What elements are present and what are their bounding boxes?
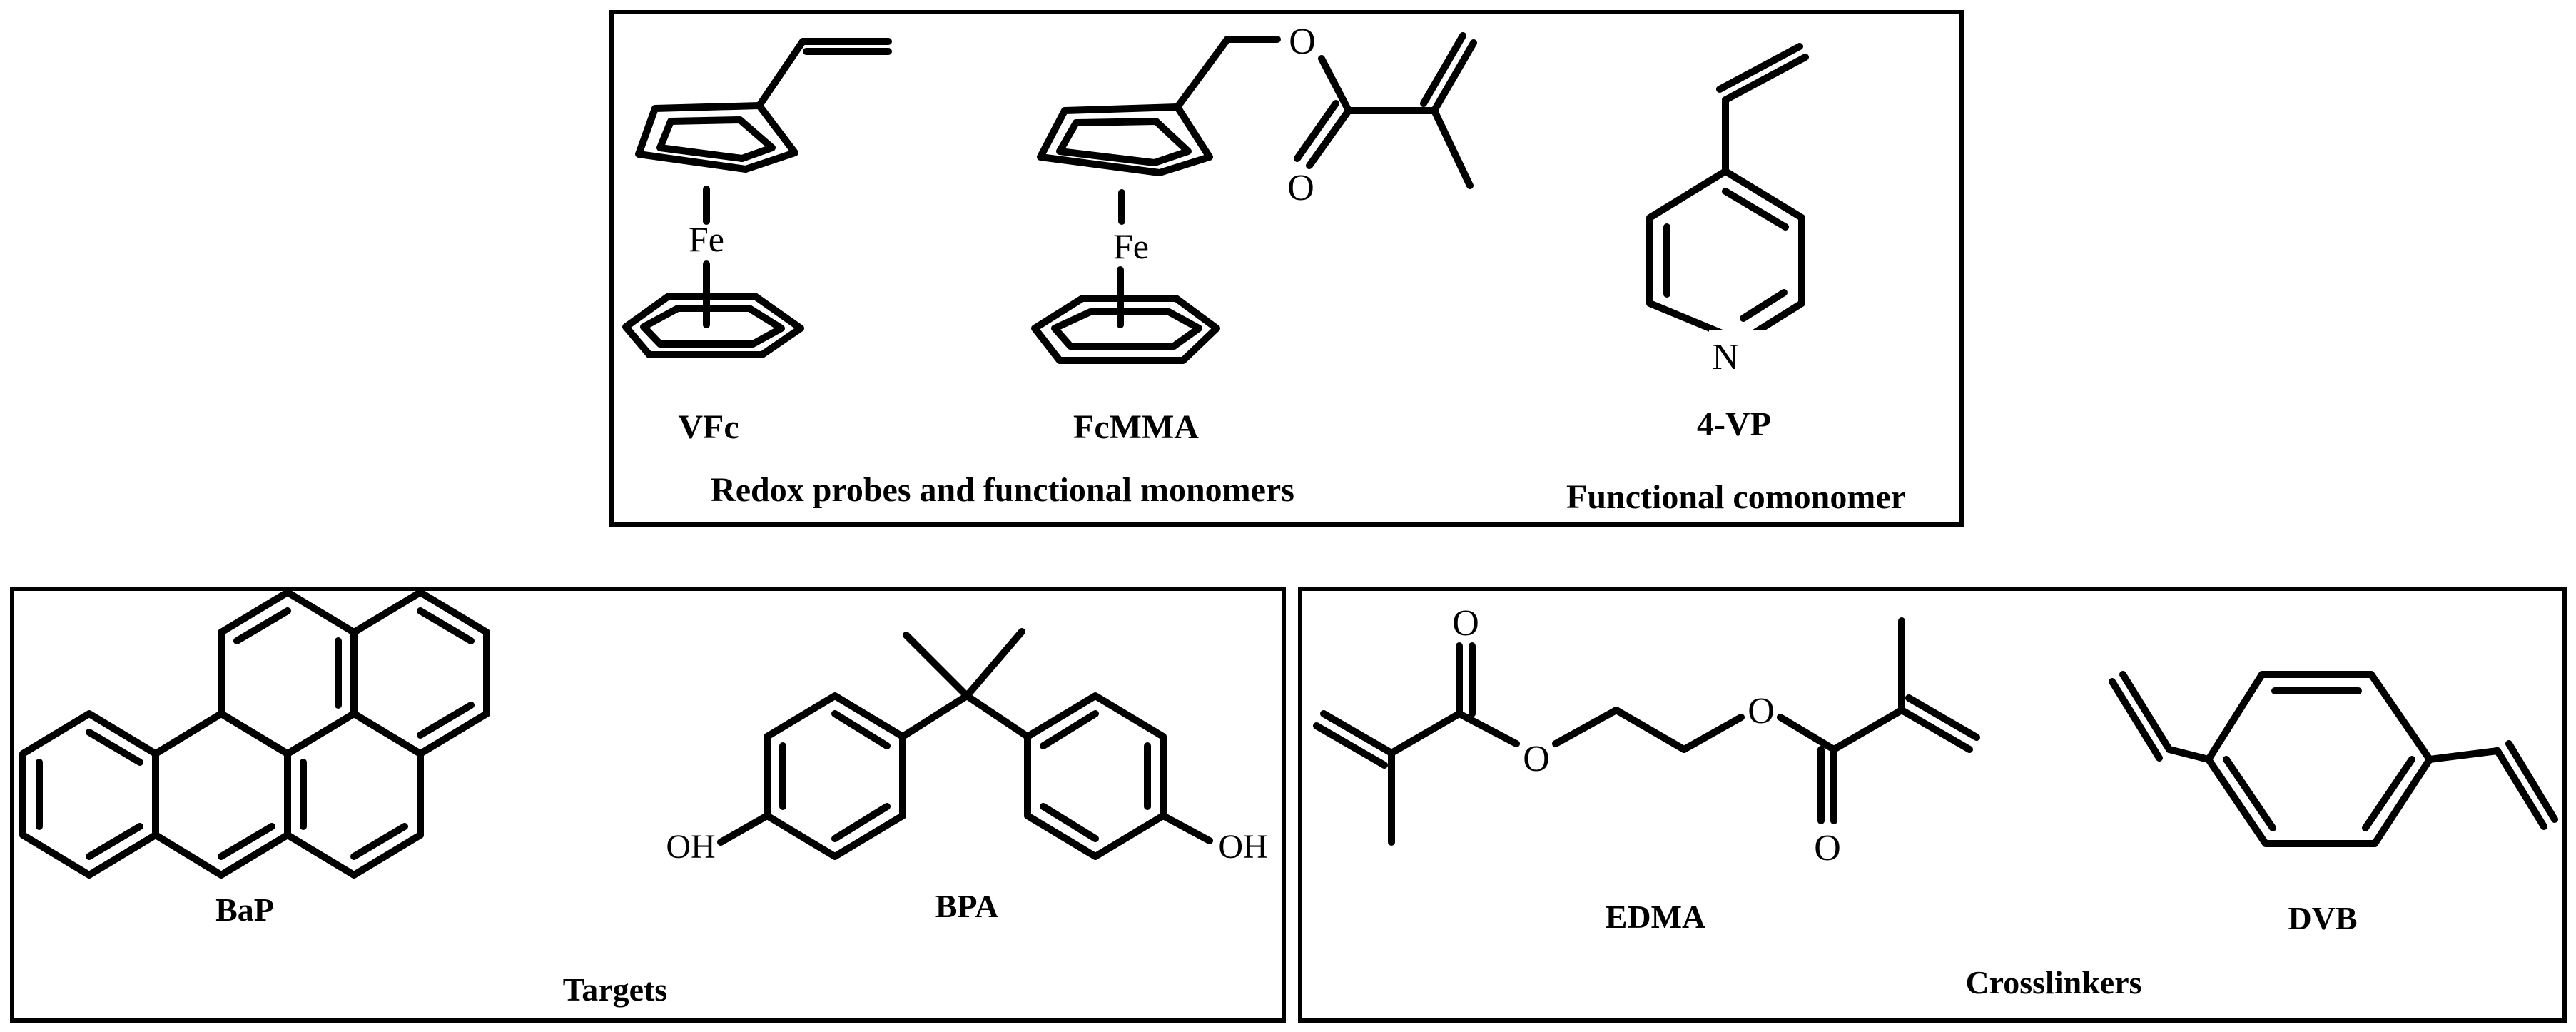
edma-right-ester-oxygen: O [1748,691,1775,732]
fcmma-bottom-cp-inner [1051,308,1202,350]
vfc-top-cp-ring [635,102,798,173]
top-panel-caption-right: Functional comonomer [1566,478,1906,516]
vfc-bottom-cp-ring [622,293,804,358]
edma-label: EDMA [1606,899,1706,935]
edma-ch2-o [1680,714,1745,753]
vfc-label: VFc [678,408,739,446]
edma-left-c-o [1456,710,1520,747]
vp-n-mask [1709,330,1766,373]
bpa-methyl-left [903,632,970,699]
fcmma-iron-atom: Fe [1113,226,1149,266]
fcmma-label: FcMMA [1073,408,1199,446]
fcmma-ch2-bond [1174,36,1231,111]
dvb-left-vinyl-double-a [2119,671,2173,753]
vp-vinyl-double-a [1722,54,1809,103]
fcmma-o-c-bond [1318,55,1352,114]
bap-ring-e-inner-2 [417,702,475,739]
bpa-label: BPA [935,888,999,924]
edma-right-carbonyl-oxygen: O [1814,828,1841,869]
edma-right-methylene-b [1905,694,1980,741]
vp-inner-bond-a [1722,188,1789,231]
bpa-bridge-right [963,692,1031,740]
dvb-left-vinyl-double-b [2109,678,2163,762]
bap-structure: BaP [19,589,490,928]
bap-ring-e [350,589,490,757]
bpa-ring-left-inner-1 [831,710,891,749]
fcmma-carbonyl-oxygen: O [1287,168,1314,208]
bpa-ring-right-inner-3 [1040,803,1099,842]
fcmma-top-cp-ring [1037,103,1213,176]
dvb-label: DVB [2288,900,2357,936]
edma-left-ester-oxygen: O [1523,739,1550,779]
targets-panel-frame [10,587,1286,1023]
fcmma-top-cp-inner [1056,118,1192,166]
bpa-oh-bond-right [1160,812,1213,844]
dvb-right-vinyl-bond [2426,747,2501,763]
bpa-oh-bond-left [717,812,771,846]
edma-right-o-c [1777,714,1837,753]
fcmma-carbonyl-a [1306,107,1352,169]
bpa-methyl-right [963,628,1025,699]
vp-inner-bond-b [1740,289,1788,322]
bpa-bridge-left [899,692,970,740]
vp-label: 4-VP [1697,405,1771,443]
fcmma-methylene-a [1431,39,1477,114]
bap-ring-c-inner-1 [233,607,291,644]
edma-o-ch2 [1552,707,1620,747]
vp-vinyl-double-b [1716,43,1803,93]
vp-pyridine-ring [1646,168,1805,345]
edma-left-c-c [1388,710,1463,757]
dvb-inner-bond-c [2223,756,2276,831]
top-panel-frame [609,10,1964,527]
crosslinkers-panel-caption: Crosslinkers [1965,964,2141,1001]
bap-label: BaP [215,891,274,928]
edma-left-methylene-a [1320,710,1395,757]
fcmma-carbonyl-b [1294,100,1339,162]
vp-nitrogen: N [1712,337,1739,378]
top-panel-caption-left: Redox probes and functional monomers [711,471,1294,509]
edma-left-carbonyl-oxygen: O [1452,603,1479,644]
dvb-right-vinyl-double-a [2494,747,2547,830]
edma-right-c-c [1830,707,1905,753]
dvb-inner-bond-b [2362,756,2415,831]
edma-ch2-ch2 [1613,707,1688,753]
edma-right-methylene-a [1898,707,1973,753]
dvb-right-vinyl-double-b [2505,740,2558,823]
vfc-iron-atom: Fe [689,219,724,259]
crosslinkers-panel-frame [1298,587,2567,1023]
vfc-structure: Fe VFc [622,38,892,446]
bap-ring-a-inner-2 [86,729,143,766]
dvb-left-vinyl-bond [2166,746,2212,763]
fcmma-structure: O O Fe FcMMA [1031,21,1477,446]
bpa-ring-left-inner-3 [831,803,891,842]
bpa-hydroxyl-left: OH [666,828,715,866]
fcmma-bottom-cp-ring [1031,295,1220,364]
bpa-ring-right [1024,692,1167,860]
vfc-top-cp-inner [656,116,776,162]
bap-ring-e-inner-1 [417,607,475,644]
bap-ring-b-inner-1 [218,823,275,860]
bpa-ring-right-inner-1 [1040,710,1099,749]
vfc-vinyl-bond [756,38,806,109]
bap-ring-a-inner-3 [86,823,143,860]
bpa-ring-left [764,692,906,860]
bap-ring-d-inner-2 [350,823,408,860]
bpa-structure: OH OH BPA [666,628,1268,924]
fcmma-methylene-b [1420,32,1466,107]
fcmma-ester-oxygen: O [1289,21,1316,62]
targets-panel-caption: Targets [563,971,668,1008]
dvb-structure: DVB [2109,671,2558,936]
edma-left-methylene-b [1313,722,1388,769]
vfc-bottom-cp-inner [640,305,785,348]
bpa-hydroxyl-right: OH [1218,828,1267,866]
fcmma-methyl-bond [1431,107,1474,189]
edma-structure: O O O O EDMA [1313,603,1980,935]
vp-structure: N 4-VP [1646,43,1809,443]
dvb-benzene-ring [2205,671,2433,847]
